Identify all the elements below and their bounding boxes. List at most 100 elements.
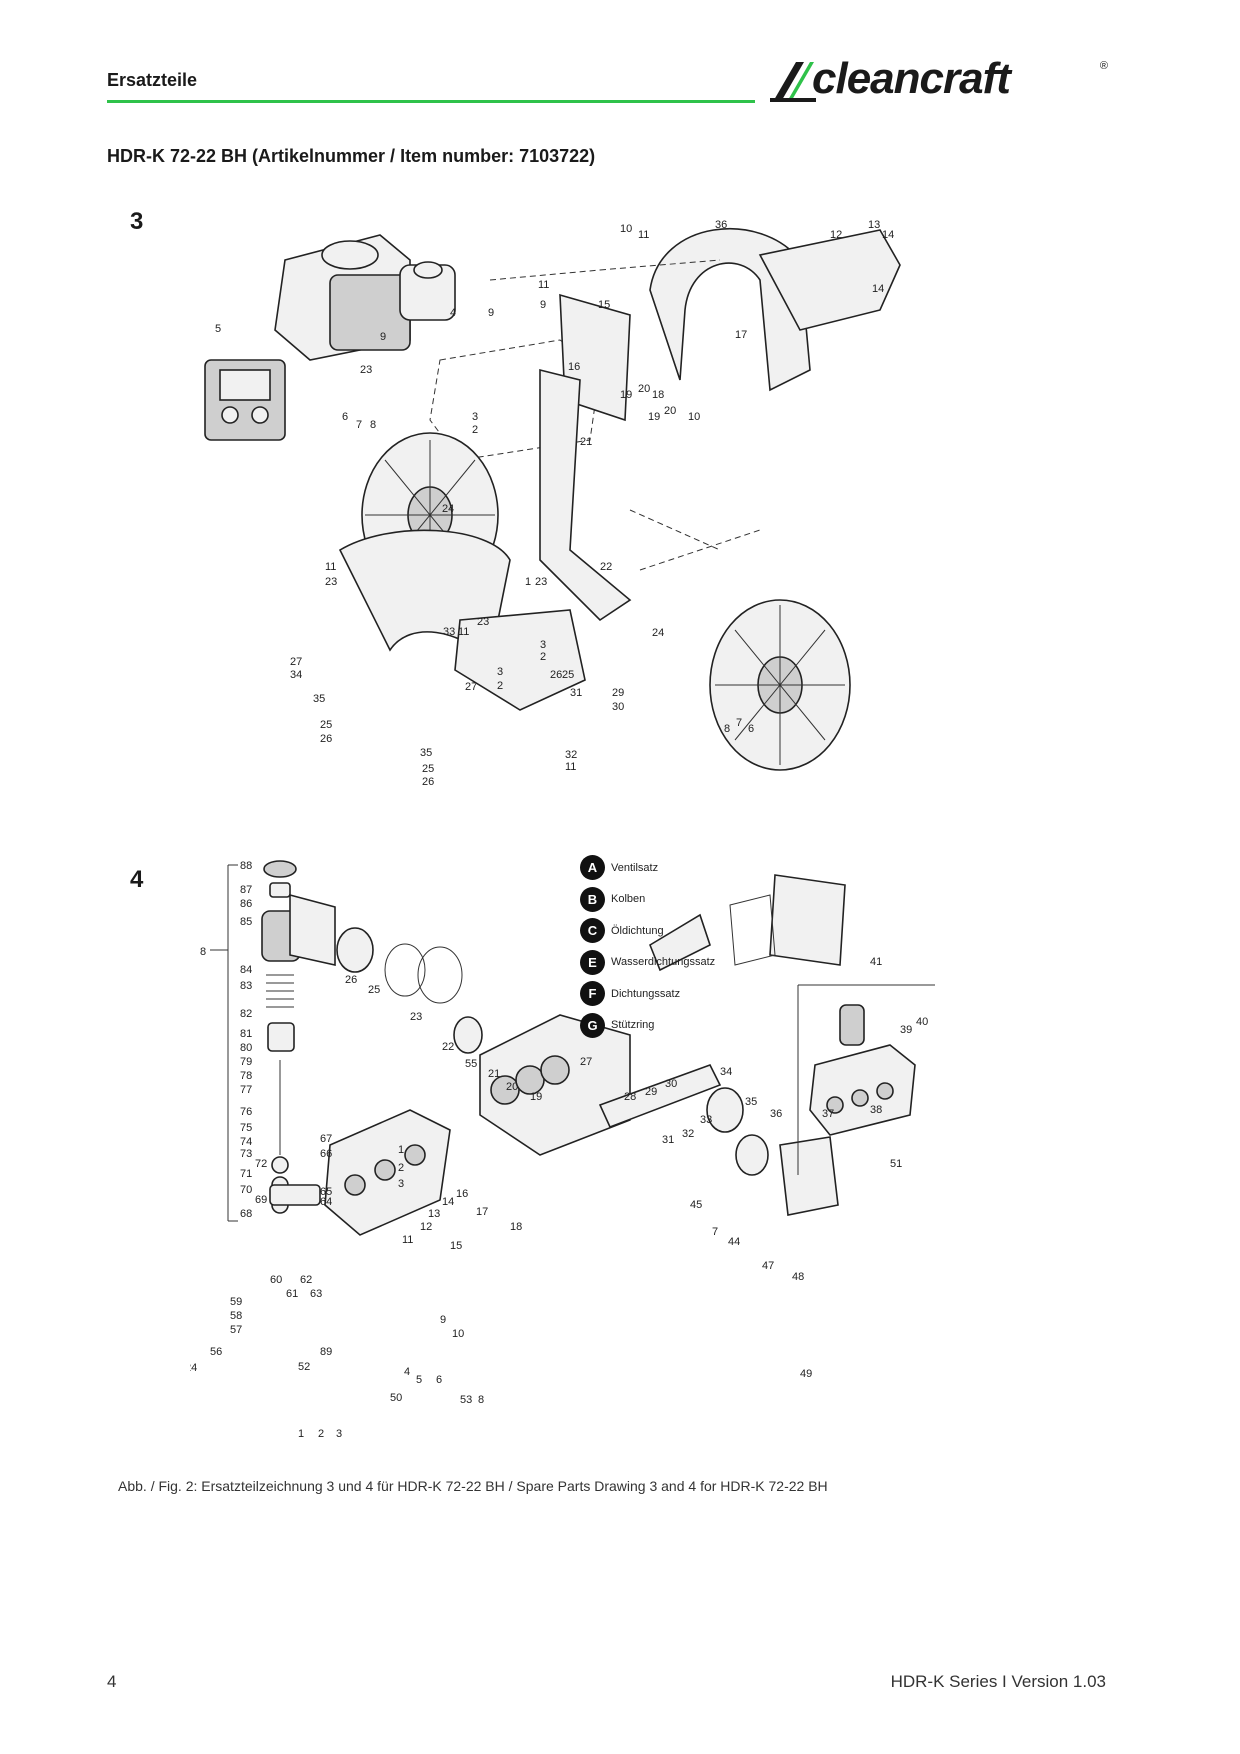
svg-text:31: 31 [662, 1134, 674, 1146]
svg-text:12: 12 [420, 1221, 432, 1233]
svg-text:83: 83 [240, 980, 252, 992]
svg-text:25: 25 [320, 719, 332, 731]
svg-text:25: 25 [368, 984, 380, 996]
svg-text:11: 11 [402, 1234, 413, 1246]
svg-text:22: 22 [442, 1041, 454, 1053]
svg-text:2: 2 [497, 680, 503, 692]
svg-text:30: 30 [612, 701, 624, 713]
header-rule [107, 100, 755, 103]
crankcase-cover [769, 874, 846, 966]
svg-text:50: 50 [390, 1392, 402, 1404]
svg-text:20: 20 [506, 1081, 518, 1093]
svg-text:72: 72 [255, 1158, 267, 1170]
svg-text:9: 9 [540, 299, 546, 311]
svg-text:11: 11 [325, 561, 336, 573]
valve-stack-bracket [210, 864, 238, 1222]
crankshaft [598, 1064, 722, 1129]
svg-text:3: 3 [336, 1428, 342, 1440]
svg-text:38: 38 [870, 1104, 882, 1116]
svg-text:1: 1 [298, 1428, 304, 1440]
svg-text:15: 15 [450, 1240, 462, 1252]
svg-text:10: 10 [620, 223, 632, 235]
svg-text:75: 75 [240, 1122, 252, 1134]
svg-text:18: 18 [510, 1221, 522, 1233]
svg-text:47: 47 [762, 1260, 774, 1272]
svg-text:73: 73 [240, 1148, 252, 1160]
svg-text:80: 80 [240, 1042, 252, 1054]
svg-text:61: 61 [286, 1288, 298, 1300]
legend-label: Ventilsatz [611, 861, 659, 874]
svg-text:78: 78 [240, 1070, 252, 1082]
legend-item-e: E Wasserdichtungssatz [580, 947, 715, 979]
svg-text:40: 40 [916, 1016, 928, 1028]
svg-text:58: 58 [230, 1310, 242, 1322]
svg-text:65: 65 [320, 1186, 332, 1198]
svg-text:60: 60 [270, 1274, 282, 1286]
svg-text:26: 26 [345, 974, 357, 986]
legend-item-a: A Ventilsatz [580, 852, 715, 884]
svg-text:77: 77 [240, 1084, 252, 1096]
svg-text:9: 9 [380, 331, 386, 343]
svg-text:3: 3 [497, 666, 503, 678]
svg-text:44: 44 [728, 1236, 740, 1248]
svg-text:35: 35 [313, 693, 325, 705]
svg-text:18: 18 [652, 389, 664, 401]
svg-text:22: 22 [600, 561, 612, 573]
inset-frame [797, 984, 935, 1175]
svg-text:32: 32 [682, 1128, 694, 1140]
svg-text:36: 36 [770, 1108, 782, 1120]
svg-text:34: 34 [720, 1066, 732, 1078]
page-number: 4 [107, 1672, 117, 1691]
legend-item-c: C Öldichtung [580, 915, 715, 947]
wheel-right [709, 599, 851, 771]
svg-text:55: 55 [465, 1058, 477, 1070]
svg-text:27: 27 [290, 656, 302, 668]
logo-wordmark: cleancraft [812, 54, 1011, 103]
svg-text:57: 57 [230, 1324, 242, 1336]
svg-text:9: 9 [440, 1314, 446, 1326]
connecting-rod [649, 913, 711, 972]
svg-text:2: 2 [318, 1428, 324, 1440]
legend-label: Stützring [611, 1019, 655, 1032]
svg-text:13: 13 [428, 1208, 440, 1220]
svg-text:81: 81 [240, 1028, 252, 1040]
svg-text:11: 11 [458, 626, 469, 638]
svg-text:76: 76 [240, 1106, 252, 1118]
svg-text:17: 17 [476, 1206, 488, 1218]
svg-text:6: 6 [436, 1374, 442, 1386]
svg-text:7: 7 [736, 717, 742, 729]
svg-text:17: 17 [735, 329, 747, 341]
svg-text:24: 24 [442, 503, 454, 515]
svg-text:64: 64 [320, 1196, 332, 1208]
svg-text:23: 23 [535, 576, 547, 588]
figure-caption: Abb. / Fig. 2: Ersatzteilzeichnung 3 und… [118, 1478, 828, 1494]
svg-text:4: 4 [404, 1366, 410, 1378]
svg-text:24: 24 [652, 627, 664, 639]
svg-text:8: 8 [370, 419, 376, 431]
svg-text:70: 70 [240, 1184, 252, 1196]
legend-badge-icon: A [580, 855, 605, 881]
svg-text:20: 20 [664, 405, 676, 417]
logo-mark-icon [770, 62, 816, 102]
pump-assembly [204, 359, 286, 441]
legend-label: Wasserdichtungssatz [611, 956, 716, 969]
svg-text:63: 63 [310, 1288, 322, 1300]
svg-text:33: 33 [700, 1114, 712, 1126]
svg-text:56: 56 [210, 1346, 222, 1358]
svg-text:68: 68 [240, 1208, 252, 1220]
svg-text:14: 14 [872, 283, 884, 295]
flange-plate [289, 893, 336, 966]
legend-item-g: G Stützring [580, 1010, 715, 1042]
svg-text:2: 2 [472, 424, 478, 436]
svg-text:49: 49 [800, 1368, 812, 1380]
engine [274, 234, 456, 361]
svg-text:9: 9 [488, 307, 494, 319]
svg-text:84: 84 [240, 964, 252, 976]
shaft-seal [735, 1134, 769, 1176]
svg-text:71: 71 [240, 1168, 252, 1180]
svg-text:23: 23 [410, 1011, 422, 1023]
svg-text:79: 79 [240, 1056, 252, 1068]
svg-text:13: 13 [868, 220, 880, 231]
